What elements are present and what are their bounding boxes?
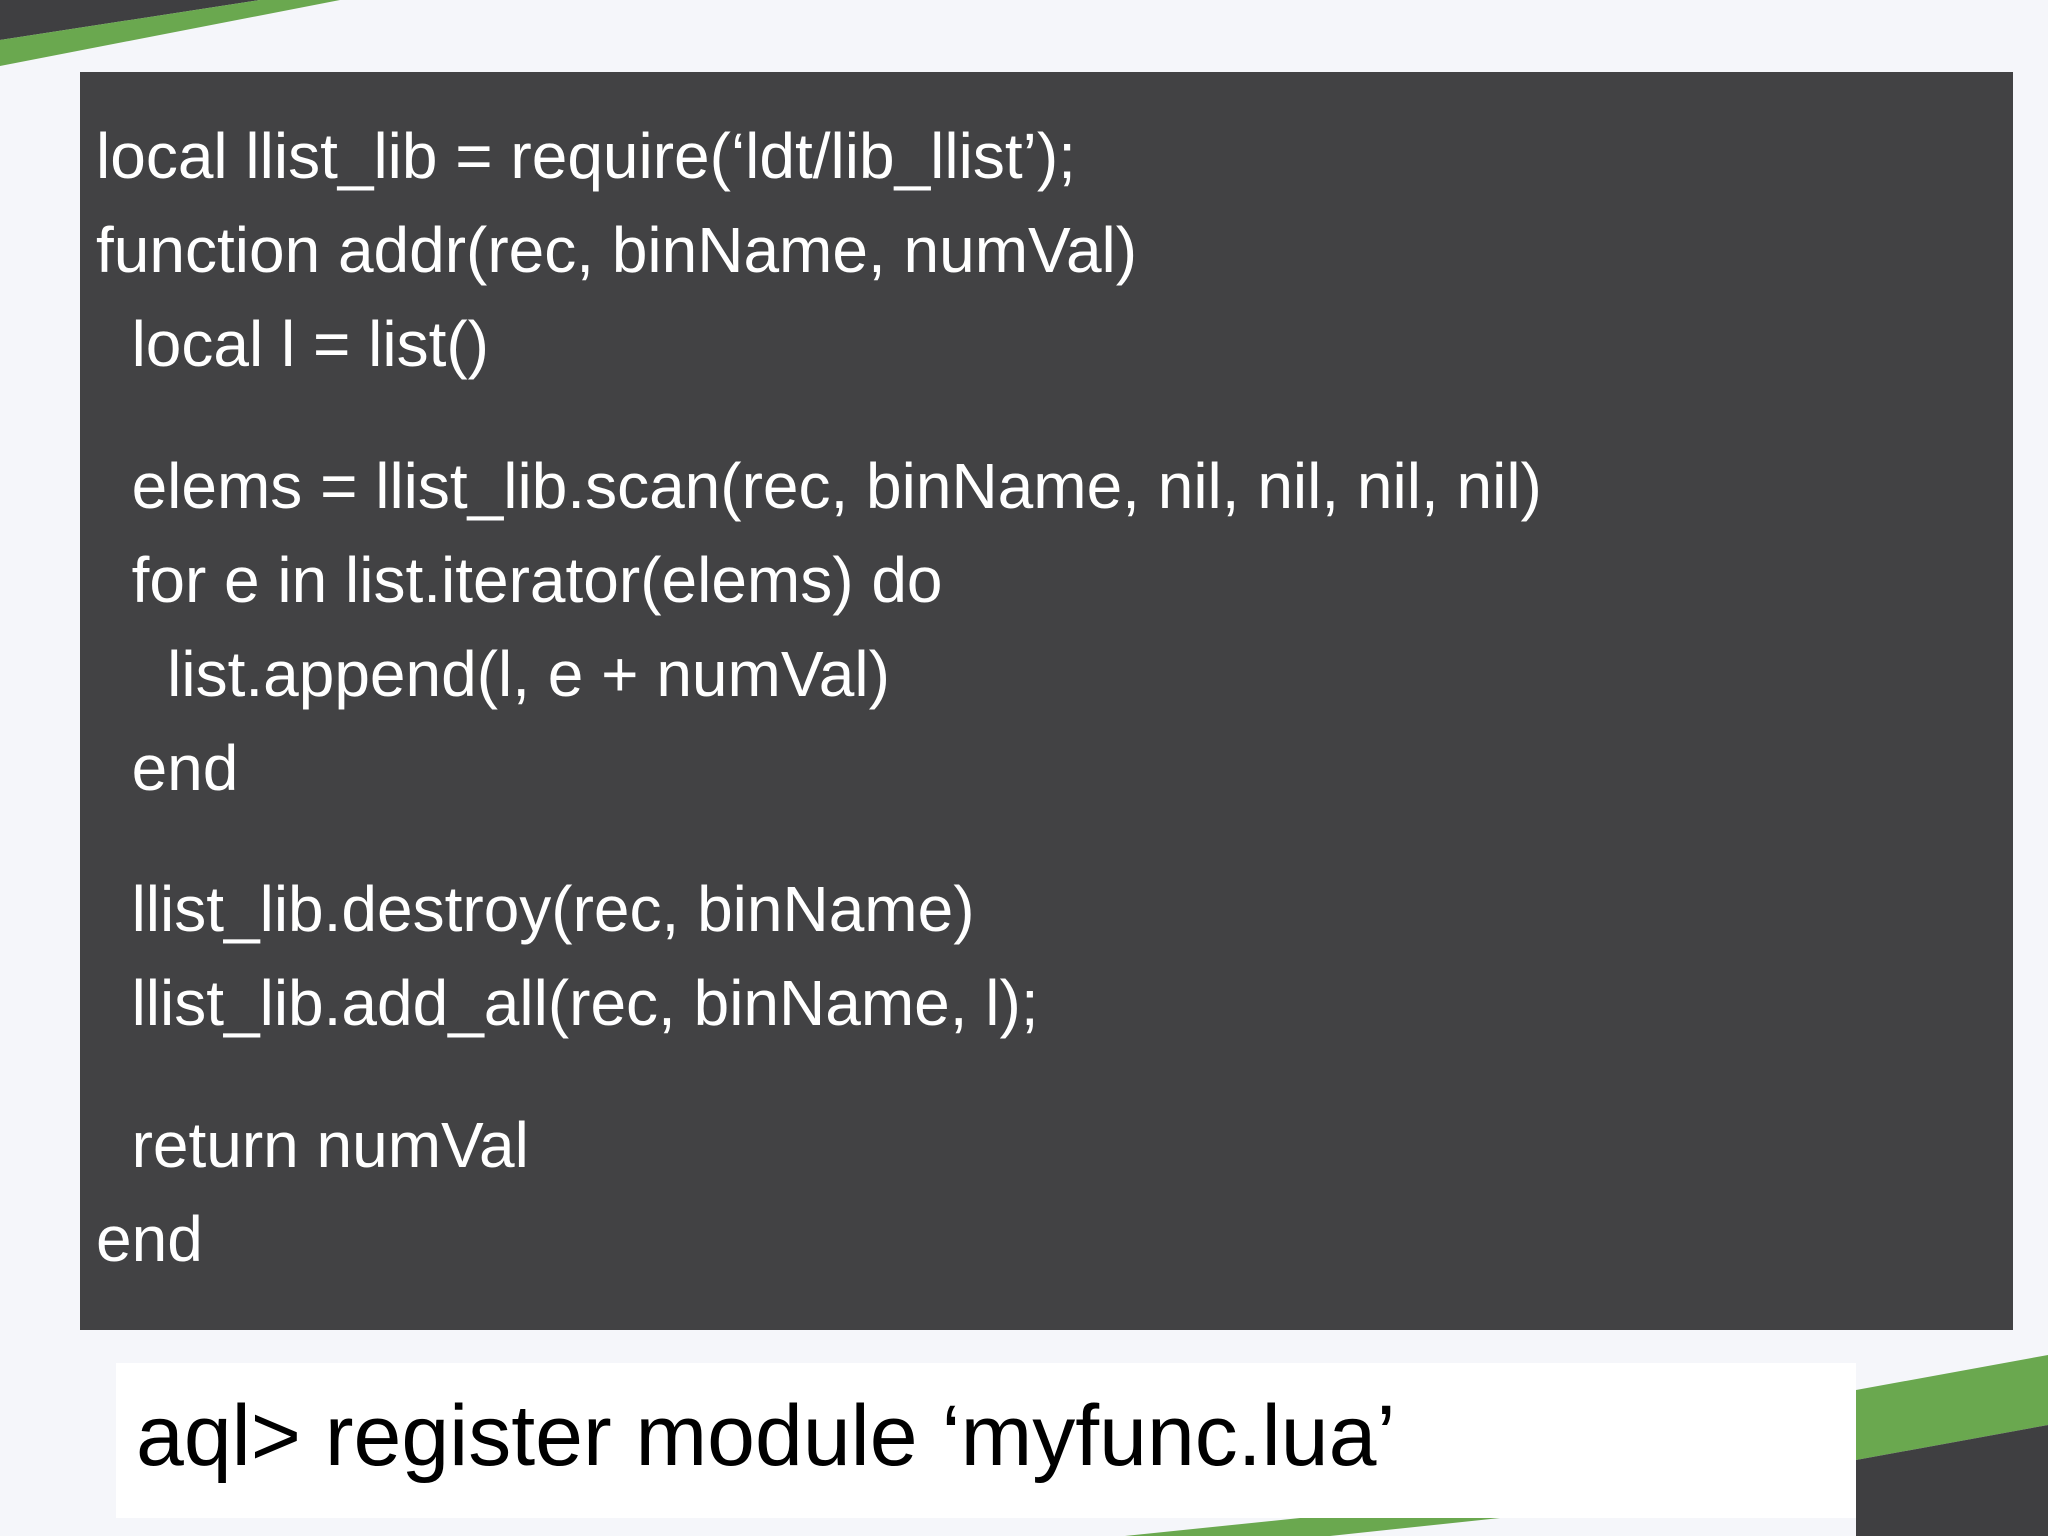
code-line: llist_lib.destroy(rec, binName) (96, 873, 975, 945)
aql-command: aql> register module ‘myfunc.lua’ (136, 1388, 1396, 1484)
code-line: elems = llist_lib.scan(rec, binName, nil… (96, 450, 1542, 522)
code-line: end (96, 732, 239, 804)
code-line: function addr(rec, binName, numVal) (96, 214, 1138, 286)
bottom-right-dark-band (1856, 1425, 2048, 1536)
code-line: for e in list.iterator(elems) do (96, 544, 943, 616)
bottom-green-sliver (1125, 1518, 1500, 1536)
code-line: return numVal (96, 1109, 529, 1181)
code-line: llist_lib.add_all(rec, binName, l); (96, 967, 1039, 1039)
code-line: end (96, 1203, 203, 1275)
code-line: local llist_lib = require(‘ldt/lib_llist… (96, 120, 1076, 192)
top-left-green-stripe (0, 0, 340, 66)
command-box: aql> register module ‘myfunc.lua’ (116, 1363, 1856, 1518)
code-line: local l = list() (96, 308, 489, 380)
code-line: list.append(l, e + numVal) (96, 638, 890, 710)
code-panel: local llist_lib = require(‘ldt/lib_llist… (80, 72, 2013, 1330)
